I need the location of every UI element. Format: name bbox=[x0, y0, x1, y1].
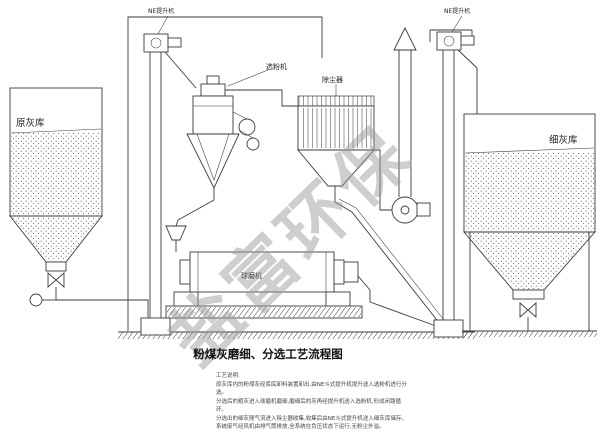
motor-icon bbox=[167, 37, 182, 48]
pulley-icon bbox=[246, 137, 260, 151]
label-fine-ash-silo: 细灰库 bbox=[549, 134, 578, 146]
label-right-elevator: NE提升机 bbox=[444, 7, 470, 15]
transfer-chutes bbox=[175, 198, 445, 327]
notes-heading: 工艺说明: bbox=[216, 373, 240, 379]
feeder-icon bbox=[29, 293, 43, 307]
stack-cap-icon bbox=[393, 26, 417, 51]
label-left-elevator: NE提升机 bbox=[148, 7, 174, 15]
left-elevator bbox=[140, 15, 197, 336]
valve-icon bbox=[47, 272, 57, 288]
right-elevator bbox=[433, 15, 478, 338]
notes-line: 原灰库内的粉煤灰经库底卸料装置卸出,由NE斗式提升机提升送入选粉机进行分选。 bbox=[216, 381, 407, 397]
label-classifier: 选粉机 bbox=[266, 62, 287, 71]
pulley-icon bbox=[238, 118, 256, 136]
ground bbox=[118, 331, 475, 339]
label-raw-ash-silo: 原灰库 bbox=[16, 117, 45, 129]
exhaust-stack bbox=[374, 26, 431, 224]
notes-line: 分选后的粗灰进入球磨机磨细,磨细后的灰再经提升机送入选粉机,形成闭路循环。 bbox=[216, 398, 401, 414]
fine-ash-silo bbox=[462, 113, 597, 337]
process-notes: 工艺说明: 原灰库内的粉煤灰经库底卸料装置卸出,由NE斗式提升机提升送入选粉机进… bbox=[216, 372, 408, 432]
notes-line: 系统废气经风机由排气筒排放,全系统在负压状态下运行,无粉尘外溢。 bbox=[216, 424, 385, 431]
dust-collector bbox=[297, 84, 376, 202]
raw-ash-silo bbox=[9, 87, 149, 318]
motor-icon bbox=[416, 202, 431, 217]
motor-icon bbox=[460, 35, 475, 46]
valve-icon bbox=[519, 302, 529, 318]
ball-mill bbox=[165, 225, 371, 319]
page-title: 粉煤灰磨细、分选工艺流程图 bbox=[193, 347, 343, 361]
label-ball-mill: 球磨机 bbox=[241, 271, 262, 280]
watermark: 盐富环保 bbox=[153, 111, 429, 381]
classifier bbox=[186, 69, 298, 200]
label-dust-collector: 除尘器 bbox=[322, 75, 343, 84]
notes-line: 分选出的细灰随气流进入除尘器收集,收集后由NE斗式提升机送入细灰库储存。 bbox=[216, 415, 407, 422]
